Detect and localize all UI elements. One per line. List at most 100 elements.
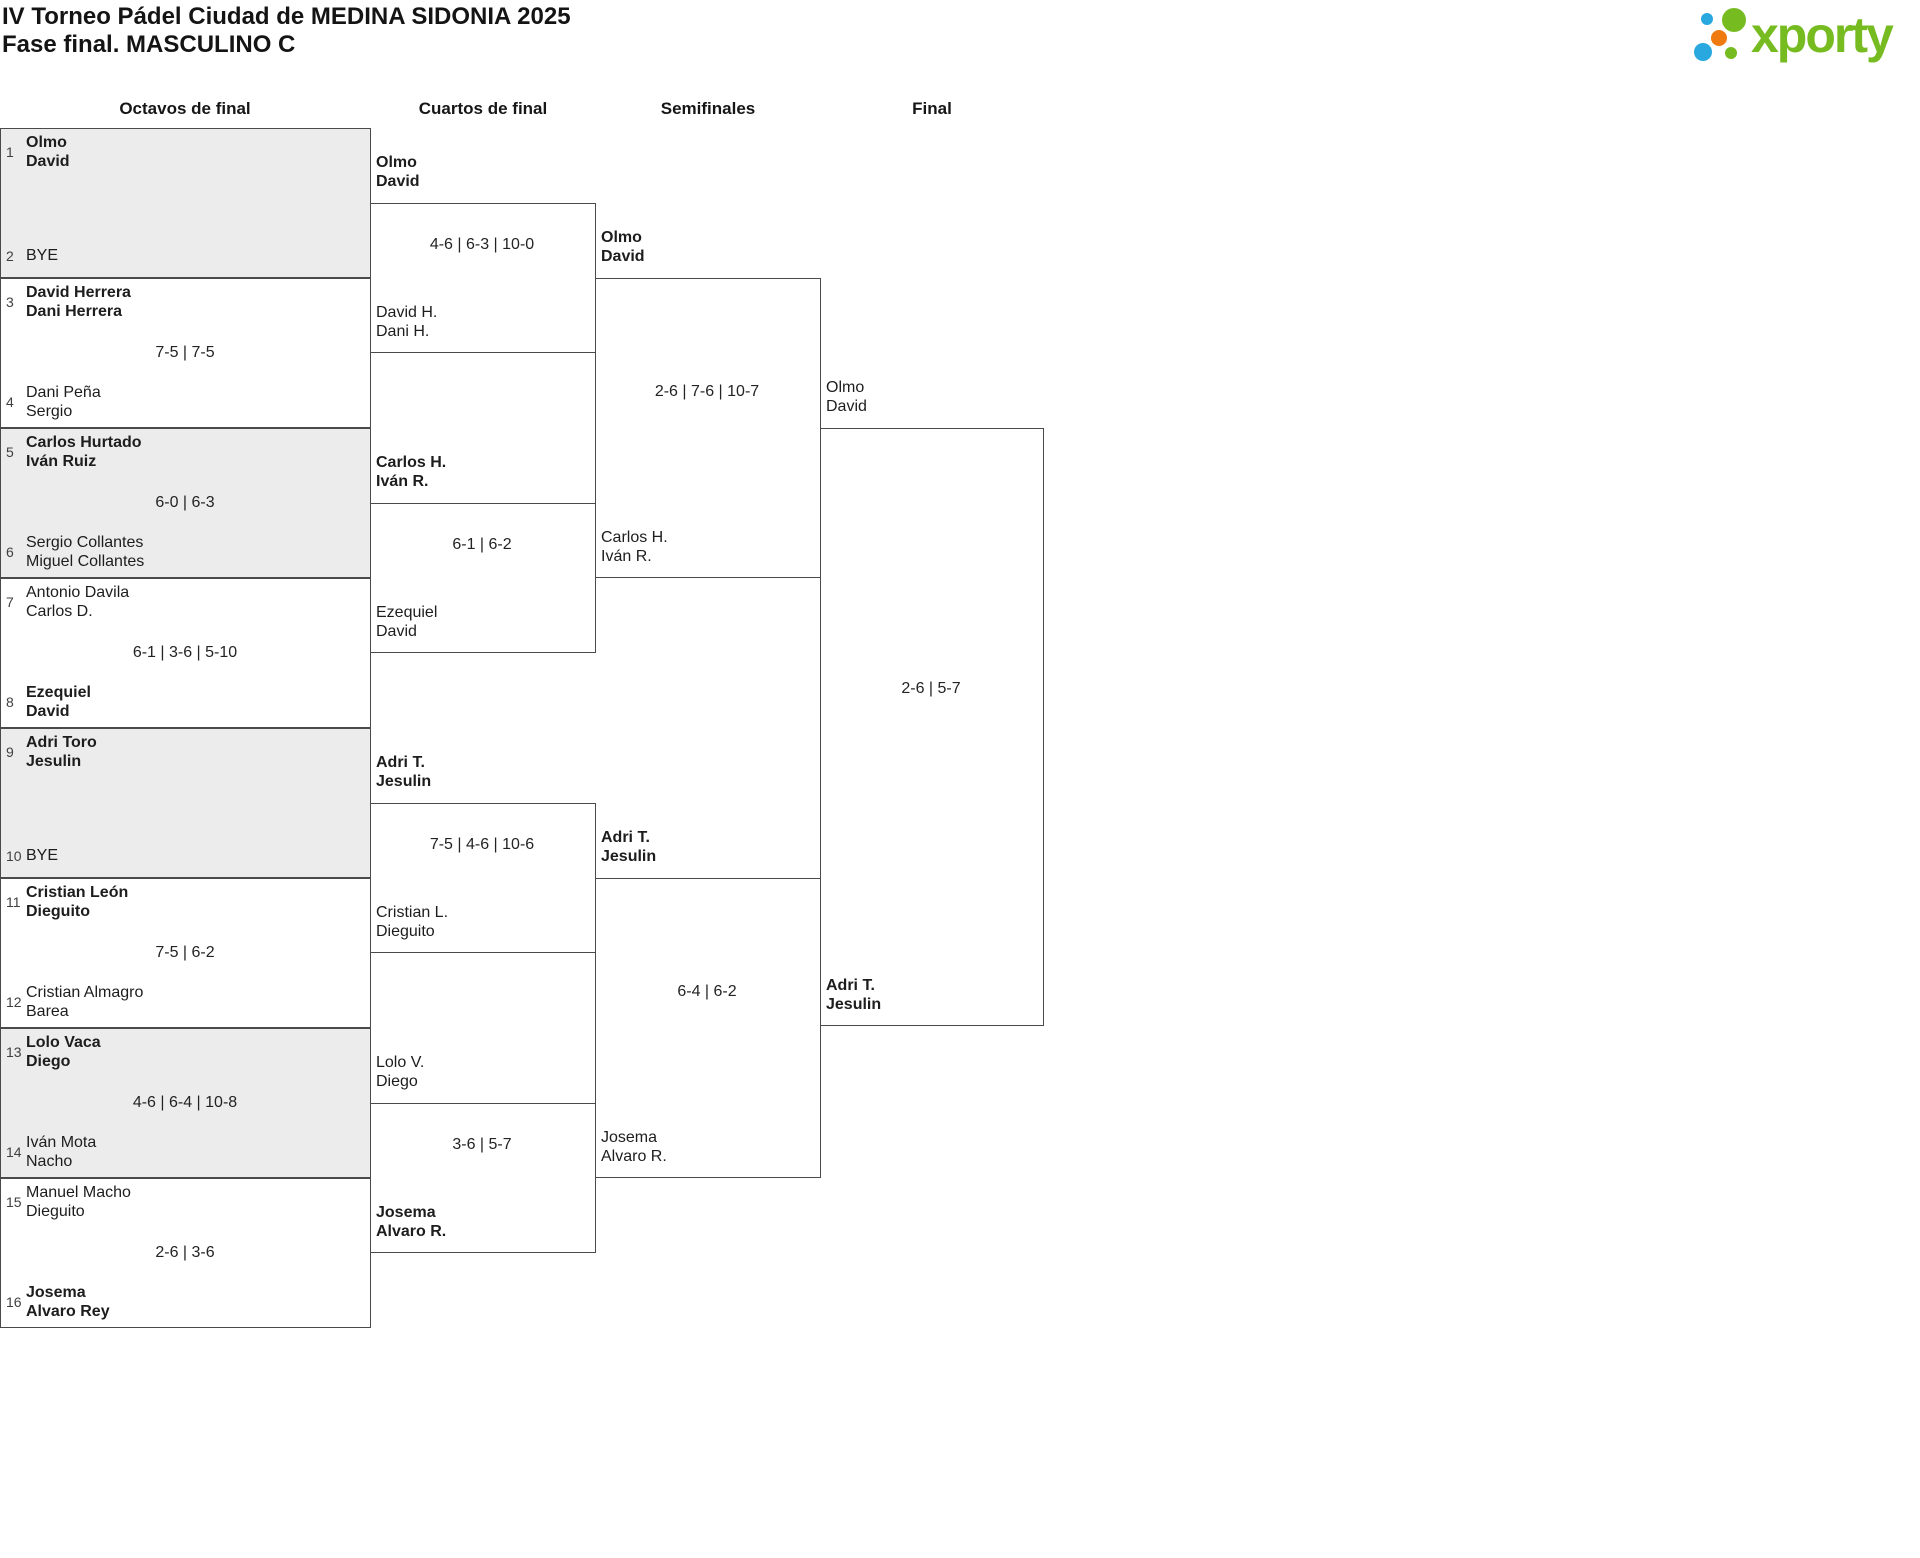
match-score: 4-6 | 6-4 | 10-8 [132, 1094, 238, 1111]
seed-number: 11 [6, 894, 21, 910]
logo-dot-green-large [1722, 8, 1746, 32]
team-name: BYE [26, 847, 59, 864]
sf1-score: 2-6 | 7-6 | 10-7 [654, 383, 760, 400]
seed-number: 14 [6, 1144, 22, 1160]
match-score: 2-6 | 3-6 [155, 1244, 215, 1261]
final-match-box [820, 428, 1044, 1026]
match-score: 7-5 | 7-5 [155, 344, 215, 361]
sf2-top-entrant: Adri T.Jesulin [601, 829, 657, 865]
seed-number: 5 [6, 444, 14, 460]
sf1-bottom-entrant: Carlos H.Iván R. [601, 529, 668, 565]
r16-match-7-box [0, 1028, 371, 1178]
seed-number: 9 [6, 744, 14, 760]
logo-dot-orange [1711, 30, 1727, 46]
seed-number: 13 [6, 1044, 22, 1060]
seed-number: 3 [6, 294, 14, 310]
round-header-final: Final [912, 99, 952, 118]
seed-number: 8 [6, 694, 14, 710]
tournament-name: IV Torneo Pádel Ciudad de MEDINA SIDONIA… [2, 3, 571, 30]
sf-match-2-box [595, 878, 821, 1178]
seed-number: 10 [6, 847, 22, 864]
qf-match-3-box [370, 803, 596, 953]
qf-match-2-box [370, 503, 596, 653]
qf4-top-entrant: Lolo V.Diego [376, 1054, 425, 1090]
r16-match-3-box [0, 428, 371, 578]
qf3-bottom-entrant: Cristian L.Dieguito [376, 904, 449, 940]
qf2-score: 6-1 | 6-2 [452, 536, 512, 553]
match-score: 7-5 | 6-2 [155, 944, 215, 961]
seed-number: 15 [6, 1194, 22, 1210]
sf2-score: 6-4 | 6-2 [677, 983, 737, 1000]
final-bottom-entrant: Adri T.Jesulin [826, 977, 882, 1013]
round-header-cuartos: Cuartos de final [418, 99, 548, 118]
team-name: BYE [26, 247, 59, 264]
match-score: 6-0 | 6-3 [155, 494, 215, 511]
final-score: 2-6 | 5-7 [901, 680, 961, 697]
seed-number: 1 [6, 144, 14, 160]
seed-number: 16 [6, 1294, 22, 1310]
qf-match-4-box [370, 1103, 596, 1253]
phase-category: Fase final. MASCULINO C [2, 31, 296, 58]
r16-match-6-box [0, 878, 371, 1028]
seed-number: 6 [6, 544, 14, 560]
seed-number: 7 [6, 594, 14, 610]
team-entry: 2 BYE [6, 246, 58, 265]
page-title: IV Torneo Pádel Ciudad de MEDINA SIDONIA… [2, 3, 571, 59]
qf1-bottom-entrant: David H.Dani H. [376, 304, 438, 340]
seed-number: 4 [6, 394, 14, 410]
match-score: 6-1 | 3-6 | 5-10 [132, 644, 238, 661]
qf2-top-entrant: Carlos H.Iván R. [376, 454, 447, 490]
qf1-score: 4-6 | 6-3 | 10-0 [429, 236, 535, 253]
r16-match-2-box [0, 278, 371, 428]
r16-match-8-box [0, 1178, 371, 1328]
round-header-octavos: Octavos de final [119, 99, 251, 118]
r16-match-1-box [0, 128, 371, 278]
team-entry: 10 BYE [6, 846, 58, 865]
logo-wordmark: xporty [1751, 7, 1894, 63]
qf3-score: 7-5 | 4-6 | 10-6 [429, 836, 535, 853]
seed-number: 12 [6, 994, 22, 1010]
r16-match-5-box [0, 728, 371, 878]
seed-number: 2 [6, 247, 14, 264]
qf-match-1-box [370, 203, 596, 353]
qf4-score: 3-6 | 5-7 [452, 1136, 512, 1153]
logo-dot-blue-small [1701, 13, 1713, 25]
r16-match-4-box [0, 578, 371, 728]
qf3-top-entrant: Adri T.Jesulin [376, 754, 432, 790]
